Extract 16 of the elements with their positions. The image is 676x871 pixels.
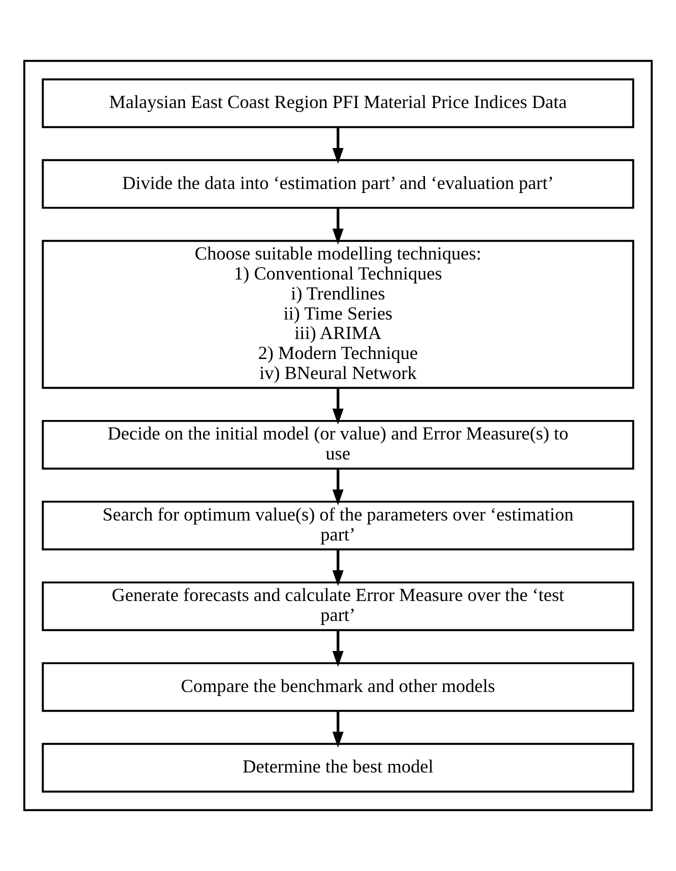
arrow bbox=[332, 630, 344, 667]
arrow bbox=[332, 549, 344, 586]
arrow bbox=[332, 127, 344, 164]
node-box: Divide the data into ‘estimation part’ and ‘evaluation part’ bbox=[42, 159, 634, 209]
node-box: Search for optimum value(s) of the parameters over ‘estimation part’ bbox=[42, 500, 634, 550]
arrow bbox=[332, 710, 344, 748]
arrow bbox=[332, 468, 344, 506]
arrow bbox=[332, 208, 344, 245]
node-box: Decide on the initial model (or value) and Error Measure(s) to use bbox=[42, 420, 634, 470]
node-box: Generate forecasts and calculate Error Measure over the ‘test part’ bbox=[42, 581, 634, 632]
cluster bbox=[23, 60, 653, 812]
node-box: Determine the best model bbox=[42, 742, 634, 793]
arrow bbox=[332, 388, 344, 424]
node-box: Choose suitable modelling techniques: 1) Conventional Techniques i) Trendlines ii) Time Series iii) ARIMA 2) Modern Technique iv) BNeural Network bbox=[42, 240, 634, 389]
node-box: Compare the benchmark and other models bbox=[42, 662, 634, 712]
node-box: Malaysian East Coast Region PFI Material Price Indices Data bbox=[42, 78, 634, 128]
